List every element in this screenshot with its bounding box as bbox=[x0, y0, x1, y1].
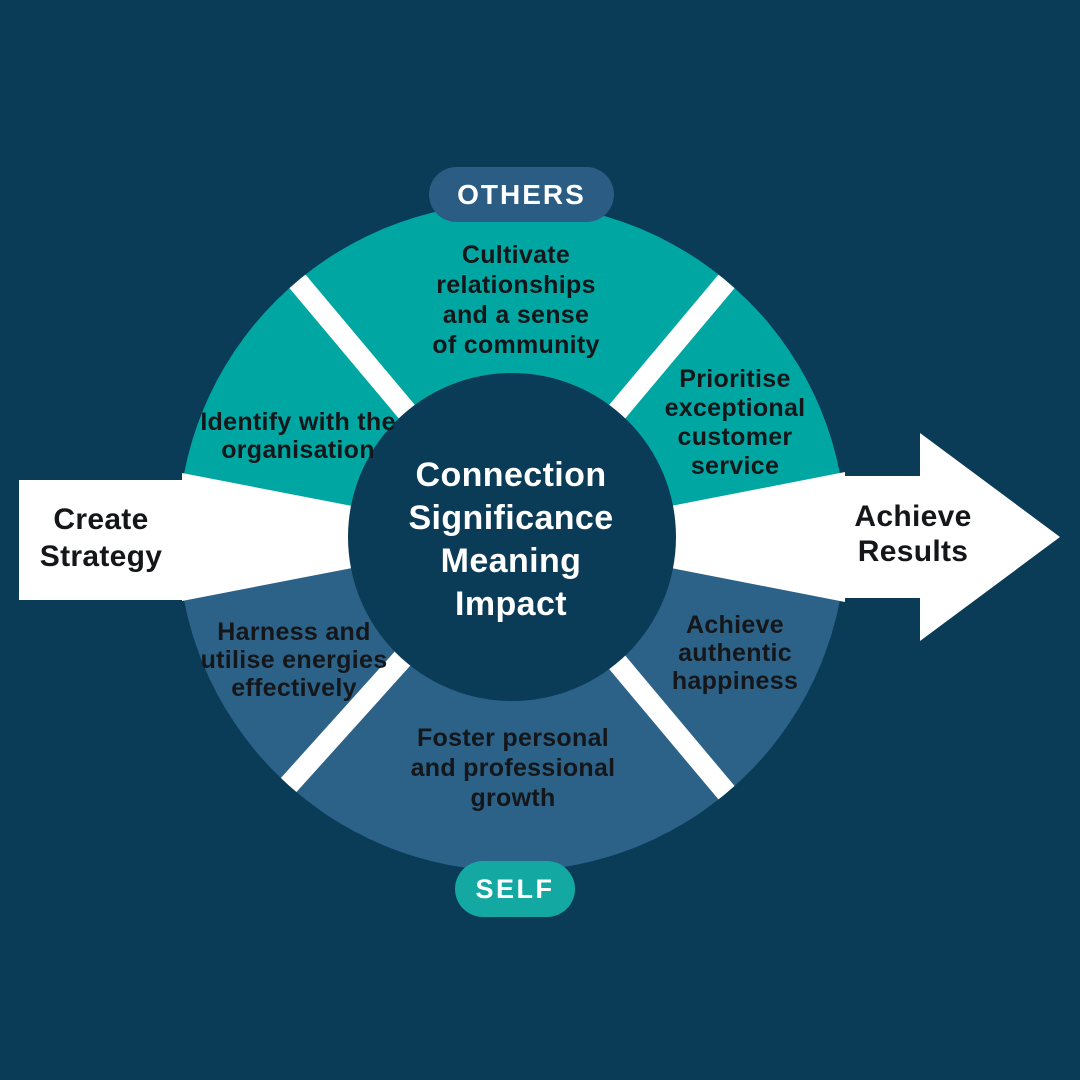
center-circle bbox=[348, 373, 676, 701]
gap-upper-right bbox=[590, 254, 752, 441]
segment-label-cultivate-relationships: Cultivate relationships and a sense of c… bbox=[432, 241, 600, 359]
segment-label-authentic-happiness: Achieve authentic happiness bbox=[671, 611, 799, 695]
gap-upper-left bbox=[272, 254, 434, 441]
arrow-left-rect bbox=[19, 480, 182, 600]
self-half-ring bbox=[178, 537, 846, 871]
gap-lower-left bbox=[263, 630, 430, 812]
create-strategy-label: Create Strategy bbox=[39, 503, 163, 573]
segment-gaps bbox=[263, 254, 752, 820]
others-half-ring bbox=[178, 203, 846, 537]
achieve-results-label: Achieve Results bbox=[854, 500, 972, 568]
gap-lower-right bbox=[590, 633, 752, 820]
others-pill: OTHERS bbox=[429, 167, 614, 222]
segment-label-harness-energies: Harness and utilise energies effectively bbox=[200, 618, 388, 702]
arrow-right-wedge bbox=[512, 472, 845, 602]
segment-label-customer-service: Prioritise exceptional customer service bbox=[664, 365, 806, 480]
arrowhead bbox=[920, 433, 1060, 641]
center-circle-text: Connection Significance Meaning Impact bbox=[408, 456, 614, 623]
others-pill-label: OTHERS bbox=[457, 178, 586, 210]
arrow-shaft bbox=[830, 476, 920, 598]
segment-label-foster-growth: Foster personal and professional growth bbox=[410, 724, 616, 812]
arrow-left-wedge bbox=[182, 473, 512, 601]
self-pill: SELF bbox=[455, 861, 575, 917]
self-pill-label: SELF bbox=[475, 873, 555, 904]
segment-label-identify-organisation: Identify with the organisation bbox=[200, 408, 396, 464]
